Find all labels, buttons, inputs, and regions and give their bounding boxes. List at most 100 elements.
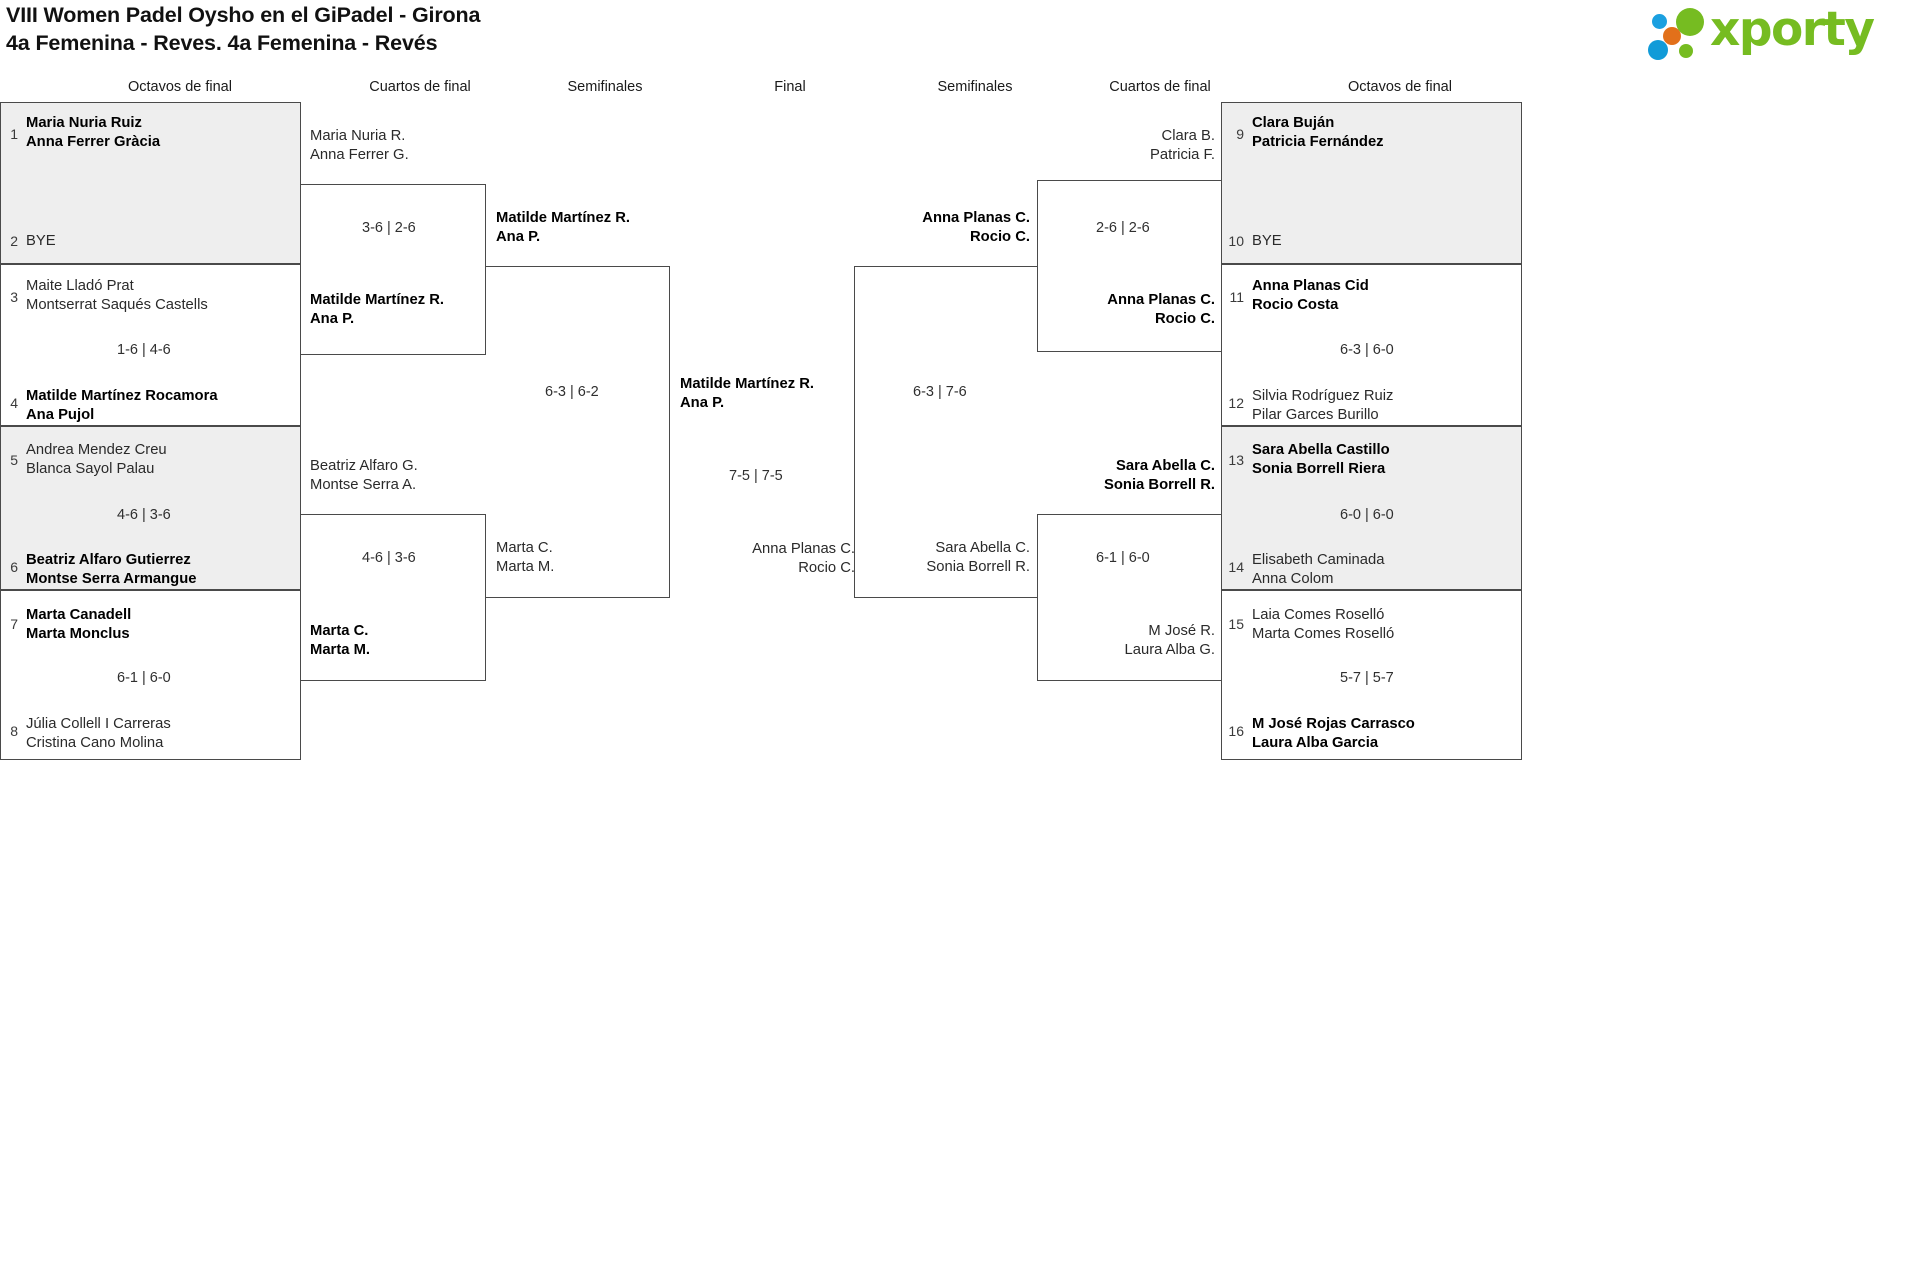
qf-left-entry-2-player2: Ana P. bbox=[310, 311, 355, 328]
page-header: VIII Women Padel Oysho en el GiPadel - G… bbox=[0, 0, 1920, 68]
seed-entry-4-player1: Matilde Martínez Rocamora bbox=[26, 388, 218, 404]
score-qf-right-match1: 2-6 | 2-6 bbox=[1096, 220, 1150, 236]
score-r16-right-match4: 5-7 | 5-7 bbox=[1340, 670, 1394, 686]
final-entry-right-player1: Anna Planas C. bbox=[752, 541, 855, 557]
seed-entry-16-player2: Laura Alba Garcia bbox=[1252, 735, 1379, 752]
sf-left-entry-1: Matilde Martínez R. Ana P. bbox=[496, 209, 630, 247]
seed-box-11-12[interactable] bbox=[1221, 264, 1522, 426]
seed-entry-14-player1: Elisabeth Caminada bbox=[1252, 552, 1385, 568]
seed-entry-7-player2: Marta Monclus bbox=[26, 626, 130, 643]
sf-right-entry-2: Sara Abella C. Sonia Borrell R. bbox=[855, 539, 1030, 577]
seed-number-7: 7 bbox=[10, 616, 18, 632]
final-entry-right-player2: Rocio C. bbox=[798, 560, 855, 577]
qf-right-entry-1-player2: Patricia F. bbox=[1150, 147, 1215, 164]
qf-left-entry-3-player2: Montse Serra A. bbox=[310, 477, 417, 494]
seed-box-9-10[interactable] bbox=[1221, 102, 1522, 264]
qf-left-entry-1-player1: Maria Nuria R. bbox=[310, 128, 406, 144]
seed-entry-2: BYE bbox=[26, 232, 56, 251]
logo-dot-blue-large-icon bbox=[1648, 40, 1668, 60]
sf-left-entry-2-player1: Marta C. bbox=[496, 540, 553, 556]
seed-entry-11-player2: Rocio Costa bbox=[1252, 297, 1339, 314]
seed-entry-1: Maria Nuria Ruiz Anna Ferrer Gràcia bbox=[26, 114, 160, 152]
seed-entry-16: M José Rojas Carrasco Laura Alba Garcia bbox=[1252, 715, 1415, 753]
qf-right-entry-1: Clara B. Patricia F. bbox=[1040, 127, 1215, 165]
seed-box-7-8[interactable] bbox=[0, 590, 301, 760]
seed-entry-13-player1: Sara Abella Castillo bbox=[1252, 442, 1390, 458]
sf-left-entry-1-player1: Matilde Martínez R. bbox=[496, 210, 631, 226]
seed-entry-15-player2: Marta Comes Roselló bbox=[1252, 626, 1395, 643]
seed-entry-1-player2: Anna Ferrer Gràcia bbox=[26, 134, 161, 151]
seed-entry-15: Laia Comes Roselló Marta Comes Roselló bbox=[1252, 606, 1394, 644]
seed-number-12: 12 bbox=[1228, 395, 1244, 411]
final-entry-left-player1: Matilde Martínez R. bbox=[680, 376, 815, 392]
qf-right-entry-1-player1: Clara B. bbox=[1161, 128, 1215, 144]
score-qf-left-match1: 3-6 | 2-6 bbox=[362, 220, 416, 236]
final-entry-left-player2: Ana P. bbox=[680, 395, 725, 412]
sf-left-entry-1-player2: Ana P. bbox=[496, 229, 541, 246]
seed-entry-5-player2: Blanca Sayol Palau bbox=[26, 461, 155, 478]
seed-number-11: 11 bbox=[1229, 289, 1244, 305]
qf-right-entry-2-player1: Anna Planas C. bbox=[1107, 292, 1215, 308]
seed-number-5: 5 bbox=[10, 452, 18, 468]
seed-number-2: 2 bbox=[10, 233, 18, 249]
seed-entry-12-player2: Pilar Garces Burillo bbox=[1252, 407, 1379, 424]
seed-box-1-2[interactable] bbox=[0, 102, 301, 264]
sf-right-connector bbox=[854, 266, 1038, 598]
seed-entry-3: Maite Lladó Prat Montserrat Saqués Caste… bbox=[26, 277, 208, 315]
qf-left-entry-2: Matilde Martínez R. Ana P. bbox=[310, 291, 444, 329]
qf-right-entry-4-player1: M José R. bbox=[1148, 623, 1215, 639]
score-r16-right-match2: 6-3 | 6-0 bbox=[1340, 342, 1394, 358]
score-sf-right: 6-3 | 7-6 bbox=[913, 384, 967, 400]
round-header-sf-left: Semifinales bbox=[567, 79, 643, 95]
sf-left-entry-2: Marta C. Marta M. bbox=[496, 539, 554, 577]
seed-number-8: 8 bbox=[10, 723, 18, 739]
qf-left-entry-2-player1: Matilde Martínez R. bbox=[310, 292, 445, 308]
logo-dot-green-large-icon bbox=[1676, 8, 1704, 36]
qf-left-connector-1 bbox=[301, 184, 486, 355]
seed-entry-8: Júlia Collell I Carreras Cristina Cano M… bbox=[26, 715, 171, 753]
score-r16-left-match3: 4-6 | 3-6 bbox=[117, 507, 171, 523]
seed-entry-7: Marta Canadell Marta Monclus bbox=[26, 606, 131, 644]
qf-right-connector-1 bbox=[1037, 180, 1222, 352]
seed-entry-14: Elisabeth Caminada Anna Colom bbox=[1252, 551, 1384, 589]
seed-box-13-14[interactable] bbox=[1221, 426, 1522, 590]
score-sf-left: 6-3 | 6-2 bbox=[545, 384, 599, 400]
sf-right-entry-1-player1: Anna Planas C. bbox=[922, 210, 1030, 226]
seed-entry-12-player1: Silvia Rodríguez Ruiz bbox=[1252, 388, 1394, 404]
seed-entry-11: Anna Planas Cid Rocio Costa bbox=[1252, 277, 1369, 315]
logo-wordmark: xporty bbox=[1710, 2, 1875, 57]
seed-entry-4: Matilde Martínez Rocamora Ana Pujol bbox=[26, 387, 218, 425]
final-entry-right: Anna Planas C. Rocio C. bbox=[680, 540, 855, 578]
sf-right-entry-1-player2: Rocio C. bbox=[969, 229, 1030, 246]
seed-entry-8-player1: Júlia Collell I Carreras bbox=[26, 716, 171, 732]
seed-entry-6-player2: Montse Serra Armangue bbox=[26, 571, 197, 588]
sf-right-entry-1: Anna Planas C. Rocio C. bbox=[855, 209, 1030, 247]
qf-left-entry-1: Maria Nuria R. Anna Ferrer G. bbox=[310, 127, 409, 165]
round-header-qf-right: Cuartos de final bbox=[1109, 79, 1211, 95]
seed-entry-10: BYE bbox=[1252, 232, 1282, 251]
seed-box-15-16[interactable] bbox=[1221, 590, 1522, 760]
seed-number-15: 15 bbox=[1228, 616, 1244, 632]
sf-left-connector bbox=[486, 266, 670, 598]
qf-right-connector-2 bbox=[1037, 514, 1222, 681]
seed-entry-8-player2: Cristina Cano Molina bbox=[26, 735, 164, 752]
score-r16-left-match4: 6-1 | 6-0 bbox=[117, 670, 171, 686]
tournament-title-line2: 4a Femenina - Reves. 4a Femenina - Revés bbox=[6, 30, 438, 55]
qf-left-entry-3: Beatriz Alfaro G. Montse Serra A. bbox=[310, 457, 418, 495]
seed-entry-15-player1: Laia Comes Roselló bbox=[1252, 607, 1385, 623]
seed-number-6: 6 bbox=[10, 559, 18, 575]
sf-right-entry-2-player2: Sonia Borrell R. bbox=[926, 559, 1030, 576]
sf-right-entry-2-player1: Sara Abella C. bbox=[935, 540, 1030, 556]
qf-left-entry-4: Marta C. Marta M. bbox=[310, 622, 370, 660]
score-final: 7-5 | 7-5 bbox=[729, 468, 783, 484]
sf-left-entry-2-player2: Marta M. bbox=[496, 559, 555, 576]
seed-entry-10-player1: BYE bbox=[1252, 233, 1282, 249]
qf-left-connector-2 bbox=[301, 514, 486, 681]
seed-box-5-6[interactable] bbox=[0, 426, 301, 590]
xporty-logo[interactable]: xporty bbox=[1646, 2, 1906, 60]
seed-number-10: 10 bbox=[1228, 233, 1244, 249]
seed-entry-6-player1: Beatriz Alfaro Gutierrez bbox=[26, 552, 191, 568]
qf-right-entry-4: M José R. Laura Alba G. bbox=[1040, 622, 1216, 660]
seed-box-3-4[interactable] bbox=[0, 264, 301, 426]
seed-entry-5-player1: Andrea Mendez Creu bbox=[26, 442, 167, 458]
